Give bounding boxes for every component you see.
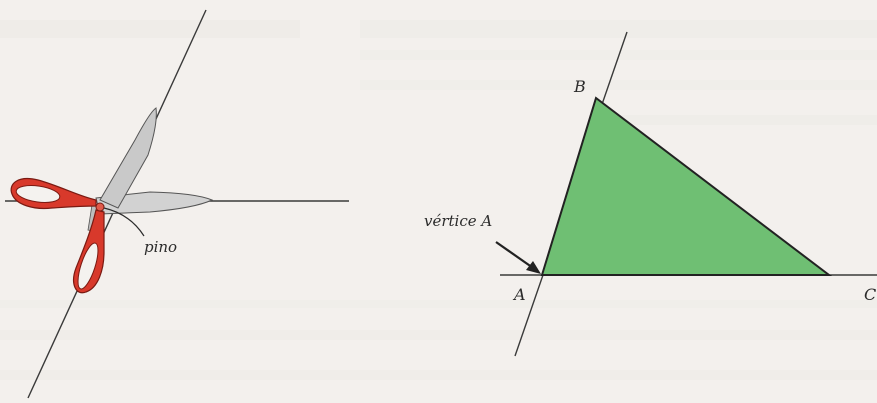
vertex-arrowhead [526, 261, 541, 274]
triangle-ABC [540, 96, 832, 276]
scissors-blades [87, 107, 214, 233]
diagonal-blade [99, 107, 157, 209]
vertex-arrow-shaft [495, 241, 537, 271]
label-pino: pino [144, 238, 177, 256]
pin-pivot [95, 202, 105, 212]
pin-leader-line [103, 207, 145, 237]
label-vertice-A: vértice A [424, 212, 492, 230]
horizontal-blade [95, 191, 214, 215]
scissors-figure: pino [5, 9, 349, 399]
scissors-handles [10, 178, 105, 294]
label-C: C [864, 285, 876, 304]
label-B: B [573, 77, 586, 96]
triangle-figure: B A C vértice A [424, 31, 877, 357]
label-A: A [512, 285, 526, 304]
